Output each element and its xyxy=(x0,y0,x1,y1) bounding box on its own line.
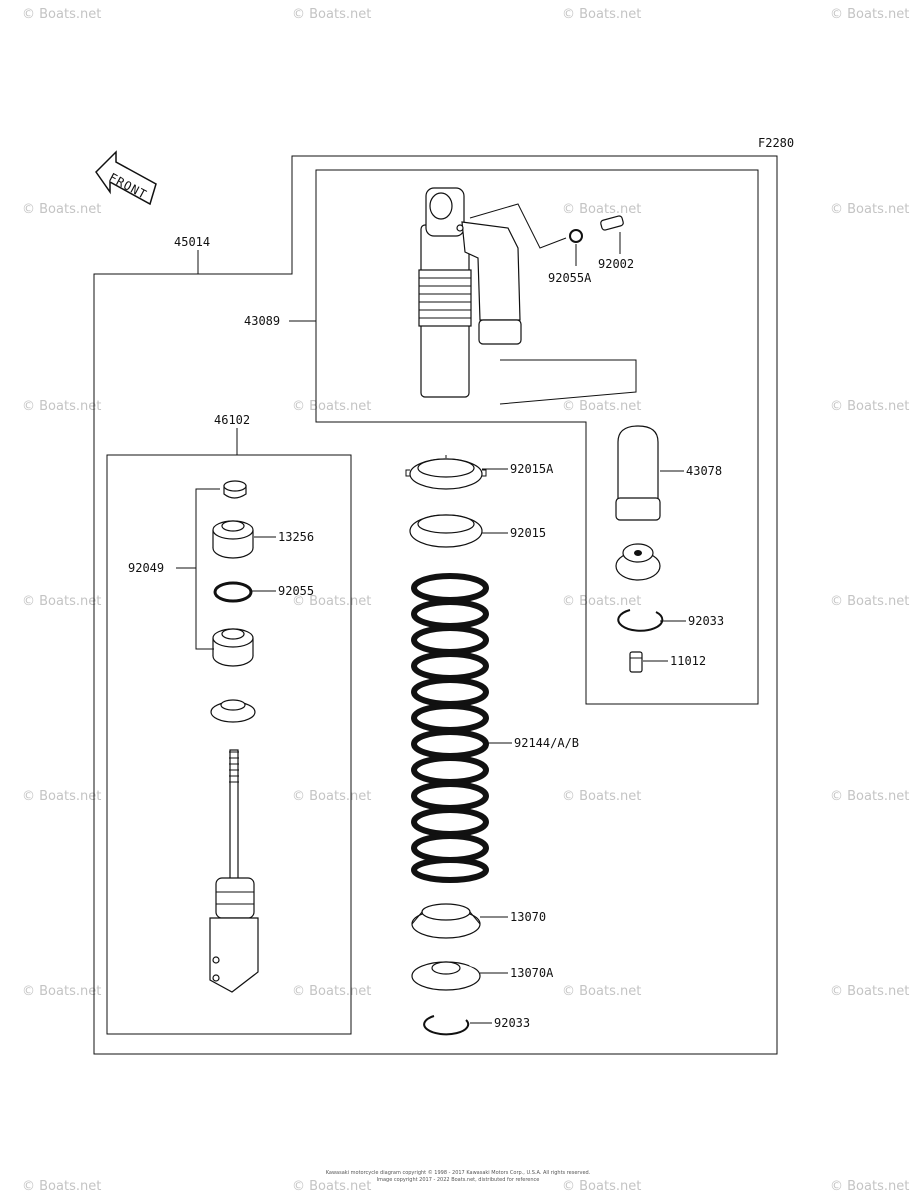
part-label-92033-lower: 92033 xyxy=(494,1016,530,1030)
part-label-92055: 92055 xyxy=(278,584,314,598)
watermark: © Boats.net xyxy=(562,1179,641,1194)
watermark: © Boats.net xyxy=(830,594,909,609)
split-seat-icon xyxy=(411,961,483,991)
reservoir-cap-icon xyxy=(615,543,661,581)
circlip-icon xyxy=(423,1015,470,1036)
coil-spring-icon xyxy=(411,573,489,883)
part-label-92033-upper: 92033 xyxy=(688,614,724,628)
watermark: © Boats.net xyxy=(22,789,101,804)
part-label-92055A: 92055A xyxy=(548,271,592,285)
part-label-45014: 45014 xyxy=(174,235,210,249)
subassembly-43089-outline xyxy=(315,169,759,705)
watermark: © Boats.net xyxy=(292,399,371,414)
footer-copyright: Kawasaki motorcycle diagram copyright © … xyxy=(326,1169,591,1176)
oring-small-icon xyxy=(569,229,583,243)
part-label-13256: 13256 xyxy=(278,530,314,544)
watermark: © Boats.net xyxy=(562,399,641,414)
part-label-11012: 11012 xyxy=(670,654,706,668)
watermark: © Boats.net xyxy=(562,789,641,804)
bladder-icon xyxy=(615,425,661,521)
part-label-43078: 43078 xyxy=(686,464,722,478)
part-label-92144-A-B: 92144/A/B xyxy=(514,736,579,750)
watermark: © Boats.net xyxy=(830,1179,909,1194)
bolt-icon xyxy=(600,215,624,231)
nut-ring-icon xyxy=(409,514,483,548)
watermark: © Boats.net xyxy=(22,1179,101,1194)
circlip-icon xyxy=(617,609,664,632)
locknut-notched-icon xyxy=(405,455,487,490)
watermark: © Boats.net xyxy=(830,399,909,414)
watermark: © Boats.net xyxy=(292,789,371,804)
footer-copyright-2: Image copyright 2017 - 2022 Boats.net, d… xyxy=(377,1177,540,1183)
figure-code: F2280 xyxy=(758,136,794,150)
part-label-46102: 46102 xyxy=(214,413,250,427)
subassembly-46102-outline xyxy=(106,454,352,1035)
watermark: © Boats.net xyxy=(22,7,101,22)
part-label-92015: 92015 xyxy=(510,526,546,540)
part-label-13070: 13070 xyxy=(510,910,546,924)
piston-rod-illustration xyxy=(209,480,259,993)
part-label-92002: 92002 xyxy=(598,257,634,271)
watermark: © Boats.net xyxy=(562,7,641,22)
part-label-43089: 43089 xyxy=(244,314,280,328)
shock-body-illustration xyxy=(418,187,637,405)
watermark: © Boats.net xyxy=(22,399,101,414)
watermark: © Boats.net xyxy=(22,594,101,609)
watermark: © Boats.net xyxy=(22,984,101,999)
watermarks: © Boats.net © Boats.net © Boats.net © Bo… xyxy=(22,7,909,1194)
part-label-92015A: 92015A xyxy=(510,462,554,476)
watermark: © Boats.net xyxy=(830,789,909,804)
watermark: © Boats.net xyxy=(830,202,909,217)
valve-icon xyxy=(629,651,643,673)
watermark: © Boats.net xyxy=(292,1179,371,1194)
watermark: © Boats.net xyxy=(292,984,371,999)
watermark: © Boats.net xyxy=(562,594,641,609)
watermark: © Boats.net xyxy=(830,7,909,22)
watermark: © Boats.net xyxy=(22,202,101,217)
part-label-92049: 92049 xyxy=(128,561,164,575)
watermark: © Boats.net xyxy=(830,984,909,999)
part-label-13070A: 13070A xyxy=(510,966,554,980)
watermark: © Boats.net xyxy=(562,202,641,217)
assembly-outline xyxy=(93,155,778,1055)
front-arrow-icon: FRONT xyxy=(95,150,157,206)
spring-seat-icon xyxy=(411,903,481,939)
watermark: © Boats.net xyxy=(292,7,371,22)
watermark: © Boats.net xyxy=(562,984,641,999)
